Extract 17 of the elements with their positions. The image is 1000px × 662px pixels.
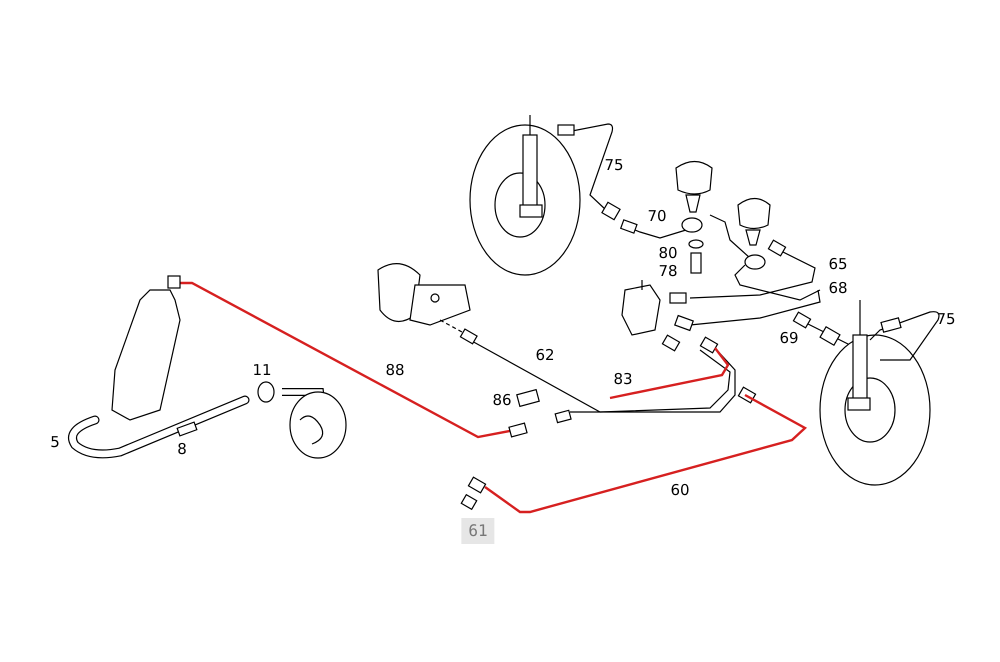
callout-number: 60 bbox=[670, 481, 690, 499]
callout-number: 5 bbox=[50, 433, 60, 451]
highlighted-callout-number: 61 bbox=[461, 518, 495, 544]
callout-number: 69 bbox=[779, 329, 799, 347]
callout-number: 65 bbox=[828, 255, 848, 273]
callout-number: 80 bbox=[658, 244, 678, 262]
callout-number: 68 bbox=[828, 279, 848, 297]
callout-number: 75 bbox=[936, 310, 956, 328]
callout-number: 8 bbox=[177, 440, 187, 458]
callout-number: 88 bbox=[385, 361, 405, 379]
callout-number: 11 bbox=[252, 361, 272, 379]
callout-number: 62 bbox=[535, 346, 555, 364]
callout-number: 78 bbox=[658, 262, 678, 280]
callout-number: 83 bbox=[613, 370, 633, 388]
callout-number: 75 bbox=[604, 156, 624, 174]
callout-number: 86 bbox=[492, 391, 512, 409]
callout-number: 70 bbox=[647, 207, 667, 225]
